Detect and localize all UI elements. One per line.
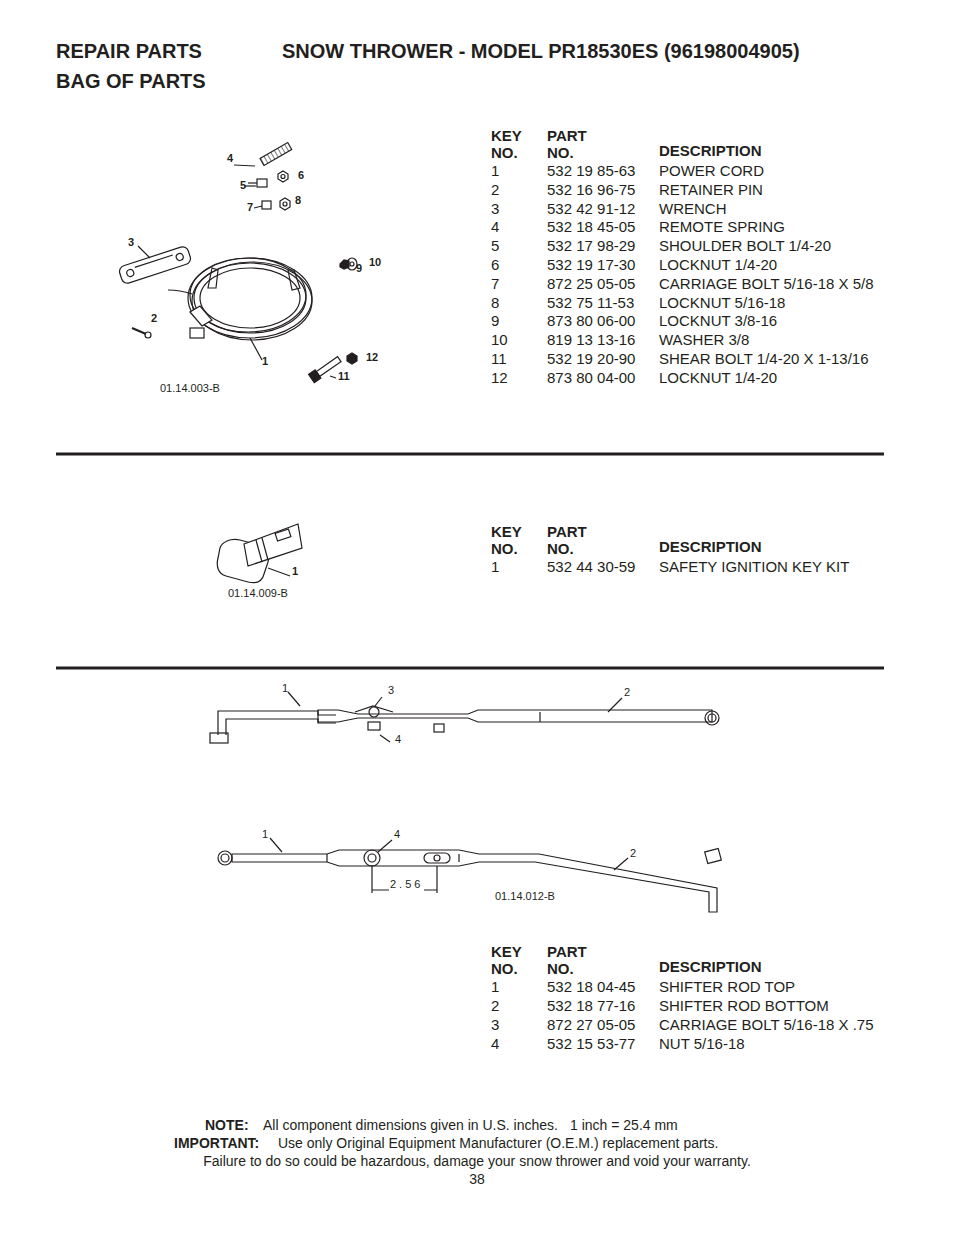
- part-description: LOCKNUT 1/4-20: [659, 369, 777, 386]
- table-header: PART NO.: [547, 943, 587, 978]
- callout-number: 2: [151, 312, 157, 325]
- callout-number: 12: [366, 351, 378, 364]
- key-number: 2: [491, 181, 499, 198]
- callout-number: 4: [395, 733, 401, 746]
- part-number: 819 13 13-16: [547, 331, 635, 348]
- part-description: CARRIAGE BOLT 5/16-18 X 5/8: [659, 275, 874, 292]
- table-header: PART NO.: [547, 127, 587, 162]
- callout-number: 6: [298, 169, 304, 182]
- table-header: DESCRIPTION: [659, 538, 762, 555]
- part-description: SAFETY IGNITION KEY KIT: [659, 558, 849, 575]
- callout-number: 5: [240, 179, 246, 192]
- callout-number: 9: [356, 262, 362, 275]
- page-number: 38: [469, 1171, 485, 1187]
- callout-number: 1: [262, 355, 268, 368]
- key-number: 5: [491, 237, 499, 254]
- key-number: 6: [491, 256, 499, 273]
- callout-number: 1: [292, 565, 298, 578]
- callout-number: 1: [282, 682, 288, 695]
- part-number: 532 16 96-75: [547, 181, 635, 198]
- note-label: NOTE:: [205, 1117, 249, 1133]
- part-description: SHEAR BOLT 1/4-20 X 1-13/16: [659, 350, 869, 367]
- note-text: Failure to do so could be hazardous, dam…: [203, 1153, 751, 1169]
- part-description: POWER CORD: [659, 162, 764, 179]
- part-description: REMOTE SPRING: [659, 218, 785, 235]
- part-number: 532 17 98-29: [547, 237, 635, 254]
- callout-number: 3: [128, 236, 134, 249]
- part-description: WASHER 3/8: [659, 331, 749, 348]
- part-description: LOCKNUT 1/4-20: [659, 256, 777, 273]
- figure-code: 01.14.009-B: [228, 587, 288, 600]
- note-label: IMPORTANT:: [174, 1135, 259, 1151]
- key-number: 3: [491, 200, 499, 217]
- callout-number: 4: [394, 828, 400, 841]
- table-header: KEY NO.: [491, 943, 531, 978]
- part-number: 532 18 04-45: [547, 978, 635, 995]
- page-title: SNOW THROWER - MODEL PR18530ES (96198004…: [282, 40, 800, 63]
- key-number: 4: [491, 218, 499, 235]
- part-number: 532 19 17-30: [547, 256, 635, 273]
- part-number: 873 80 06-00: [547, 312, 635, 329]
- part-number: 532 42 91-12: [547, 200, 635, 217]
- callout-number: 2: [624, 686, 630, 699]
- part-number: 532 18 45-05: [547, 218, 635, 235]
- part-number: 532 19 20-90: [547, 350, 635, 367]
- key-number: 11: [491, 350, 507, 367]
- part-number: 872 25 05-05: [547, 275, 635, 292]
- key-number: 10: [491, 331, 508, 348]
- part-description: SHIFTER ROD BOTTOM: [659, 997, 829, 1014]
- part-description: WRENCH: [659, 200, 727, 217]
- key-number: 9: [491, 312, 499, 329]
- part-description: LOCKNUT 3/8-16: [659, 312, 777, 329]
- part-number: 532 44 30-59: [547, 558, 635, 575]
- callout-number: 11: [338, 370, 350, 383]
- callout-number: 8: [295, 194, 301, 207]
- note-text: All component dimensions given in U.S. i…: [263, 1117, 558, 1133]
- figure-code: 01.14.012-B: [495, 890, 555, 903]
- part-description: NUT 5/16-18: [659, 1035, 745, 1052]
- callout-number: 2: [630, 847, 636, 860]
- key-number: 7: [491, 275, 499, 292]
- key-number: 1: [491, 978, 499, 995]
- part-number: 532 75 11-53: [547, 294, 634, 311]
- table-header: PART NO.: [547, 523, 587, 558]
- key-number: 8: [491, 294, 499, 311]
- figure-code: 01.14.003-B: [160, 382, 220, 395]
- key-number: 3: [491, 1016, 499, 1033]
- part-description: SHOULDER BOLT 1/4-20: [659, 237, 831, 254]
- dimension-label: 2.56: [389, 878, 424, 891]
- key-number: 4: [491, 1035, 499, 1052]
- key-number: 2: [491, 997, 499, 1014]
- note-text: Use only Original Equipment Manufacturer…: [278, 1135, 718, 1151]
- part-description: RETAINER PIN: [659, 181, 763, 198]
- callout-number: 7: [247, 201, 253, 214]
- part-number: 532 18 77-16: [547, 997, 635, 1014]
- part-number: 872 27 05-05: [547, 1016, 635, 1033]
- table-header: KEY NO.: [491, 127, 531, 162]
- callout-number: 4: [227, 152, 233, 165]
- callout-number: 1: [262, 828, 268, 841]
- part-number: 532 19 85-63: [547, 162, 635, 179]
- callout-number: 3: [388, 684, 394, 697]
- part-number: 873 80 04-00: [547, 369, 635, 386]
- note-text: 1 inch = 25.4 mm: [570, 1117, 678, 1133]
- key-number: 1: [491, 162, 499, 179]
- table-header: DESCRIPTION: [659, 958, 762, 975]
- section-heading: BAG OF PARTS: [56, 70, 206, 93]
- part-description: LOCKNUT 5/16-18: [659, 294, 785, 311]
- part-description: CARRIAGE BOLT 5/16-18 X .75: [659, 1016, 874, 1033]
- part-description: SHIFTER ROD TOP: [659, 978, 795, 995]
- key-number: 12: [491, 369, 508, 386]
- callout-number: 10: [369, 256, 381, 269]
- table-header: KEY NO.: [491, 523, 531, 558]
- table-header: DESCRIPTION: [659, 142, 762, 159]
- key-number: 1: [491, 558, 499, 575]
- part-number: 532 15 53-77: [547, 1035, 635, 1052]
- section-heading: REPAIR PARTS: [56, 40, 202, 63]
